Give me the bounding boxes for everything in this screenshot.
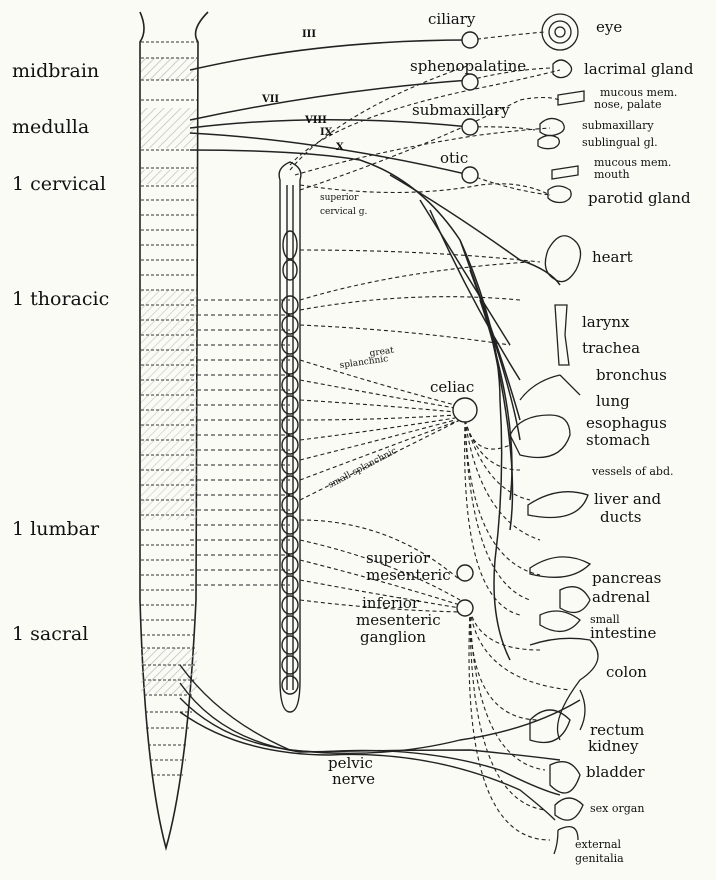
- celiac-ganglion-marker: [453, 398, 477, 422]
- level-thoracic: 1 thoracic: [12, 288, 109, 310]
- mouth-mucosa-illustration: [552, 166, 578, 179]
- sublingual-gland-illustration: [538, 135, 559, 148]
- adrenal-kidney-illustration: [560, 587, 590, 613]
- otic-ganglion-marker: [462, 167, 478, 183]
- liver-label-2: ducts: [600, 508, 641, 526]
- superior-mesenteric-ganglion-marker: [457, 565, 473, 581]
- nose-mucosa-illustration: [558, 91, 584, 105]
- superior-mesenteric-label-2: mesenteric: [366, 566, 451, 584]
- superior-cervical-label-1: superior: [320, 193, 359, 203]
- mucous-mouth-label-2: mouth: [594, 168, 630, 181]
- level-sacral: 1 sacral: [12, 623, 88, 645]
- submaxillary-gland-label: submaxillary: [582, 119, 654, 132]
- nerve-viii-label: VIII: [304, 115, 327, 126]
- colon-label: colon: [606, 663, 647, 681]
- liver-label-1: liver and: [594, 490, 661, 508]
- superior-cervical-label-2: cervical g.: [320, 207, 368, 217]
- lacrimal-gland-illustration: [553, 60, 572, 78]
- pancreas-label: pancreas: [592, 569, 661, 587]
- pelvic-nerve-label-2: nerve: [332, 770, 375, 788]
- sex-organ-illustration: [555, 798, 583, 820]
- cord-shaded-segments: [141, 58, 197, 694]
- rectum-illustration: [580, 690, 585, 730]
- level-cervical: 1 cervical: [12, 173, 106, 195]
- nerve-vii-label: VII: [261, 94, 279, 105]
- level-lumbar: 1 lumbar: [12, 518, 100, 540]
- bladder-illustration: [550, 762, 580, 793]
- small-intestine-illustration: [540, 611, 580, 631]
- postganglionic-fibres: [190, 32, 570, 840]
- larynx-label: larynx: [582, 313, 630, 331]
- external-genitalia-label-1: external: [575, 838, 622, 851]
- kidney-label: kidney: [588, 737, 639, 755]
- sublingual-label: sublingual gl.: [582, 136, 658, 149]
- sphenopalatine-label: sphenopalatine: [410, 57, 526, 75]
- small-splanchnic-label: small splanchnic: [327, 446, 399, 491]
- ciliary-label: ciliary: [428, 10, 476, 28]
- bladder-label: bladder: [586, 763, 645, 781]
- larynx-trachea-illustration: [555, 305, 569, 365]
- submaxillary-ganglion-label: submaxillary: [412, 101, 510, 119]
- sphenopalatine-ganglion-marker: [462, 74, 478, 90]
- submaxillary-gland-illustration: [540, 118, 564, 135]
- celiac-label: celiac: [430, 378, 474, 396]
- esophagus-label: esophagus: [586, 414, 667, 432]
- sex-organ-label: sex organ: [590, 802, 644, 815]
- trachea-label: trachea: [582, 339, 640, 357]
- nerve-ix-label: IX: [320, 127, 333, 138]
- heart-label: heart: [592, 248, 633, 266]
- level-midbrain: midbrain: [12, 60, 99, 82]
- great-splanchnic-label-2: splanchnic: [339, 354, 389, 371]
- mucous-nose-label-2: nose, palate: [594, 98, 661, 111]
- nerve-iii-label: III: [302, 29, 316, 40]
- inferior-mesenteric-label-2: mesenteric: [356, 611, 441, 629]
- vessels-label: vessels of abd.: [591, 465, 674, 478]
- small-intestine-label-2: intestine: [590, 624, 657, 642]
- inferior-mesenteric-label-3: ganglion: [360, 628, 426, 646]
- inferior-mesenteric-label-1: inferior: [362, 594, 420, 612]
- lung-illustration: [520, 375, 580, 400]
- superior-mesenteric-label-1: superior: [366, 549, 431, 567]
- level-medulla: medulla: [12, 116, 89, 138]
- ganglia-markers: [453, 32, 478, 616]
- stomach-label: stomach: [586, 431, 650, 449]
- otic-label: otic: [440, 149, 468, 167]
- inferior-mesenteric-ganglion-marker: [457, 600, 473, 616]
- lacrimal-label: lacrimal gland: [584, 60, 694, 78]
- ciliary-ganglion-marker: [462, 32, 478, 48]
- pelvic-nerve-fibres: [180, 665, 580, 820]
- sympathetic-chain: [279, 162, 301, 712]
- bronchus-label: bronchus: [596, 366, 667, 384]
- adrenal-label: adrenal: [592, 588, 650, 606]
- liver-illustration: [528, 492, 588, 518]
- parotid-label: parotid gland: [588, 189, 691, 207]
- eye-label: eye: [596, 18, 622, 36]
- submaxillary-ganglion-marker: [462, 119, 478, 135]
- eye-illustration: [542, 14, 578, 50]
- external-genitalia-label-2: genitalia: [575, 852, 624, 865]
- nerve-x-label: X: [336, 142, 344, 153]
- parotid-gland-illustration: [548, 186, 571, 203]
- lung-label: lung: [596, 392, 630, 410]
